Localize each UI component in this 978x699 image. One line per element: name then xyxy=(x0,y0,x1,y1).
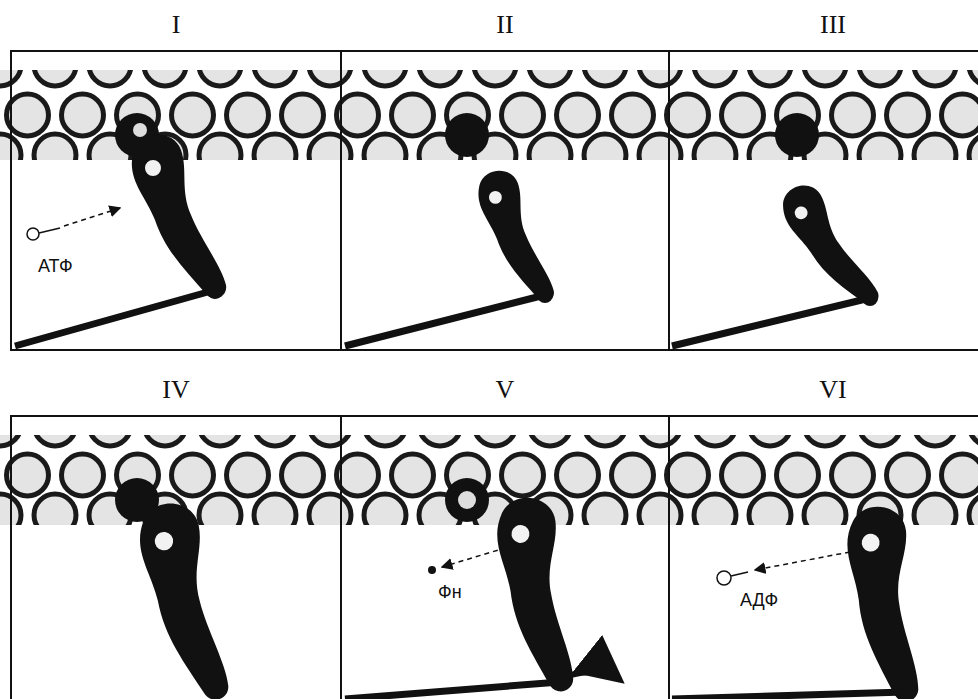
stage-panel: III xyxy=(668,50,978,351)
stage-numeral: I xyxy=(12,10,340,40)
molecule-label: АДФ xyxy=(740,590,778,611)
stage-panel: I xyxy=(10,50,342,351)
stage-numeral: II xyxy=(342,10,668,40)
stage-panel: VI xyxy=(668,415,978,699)
stage-panel: V xyxy=(340,415,670,699)
molecule-label: Фн xyxy=(438,582,462,603)
stage-panel: IV xyxy=(10,415,342,699)
stage-numeral: III xyxy=(670,10,978,40)
stage-numeral: V xyxy=(342,375,668,405)
molecule-label: АТФ xyxy=(38,256,73,277)
stage-panel: II xyxy=(340,50,670,351)
stage-numeral: IV xyxy=(12,375,340,405)
stage-numeral: VI xyxy=(670,375,978,405)
